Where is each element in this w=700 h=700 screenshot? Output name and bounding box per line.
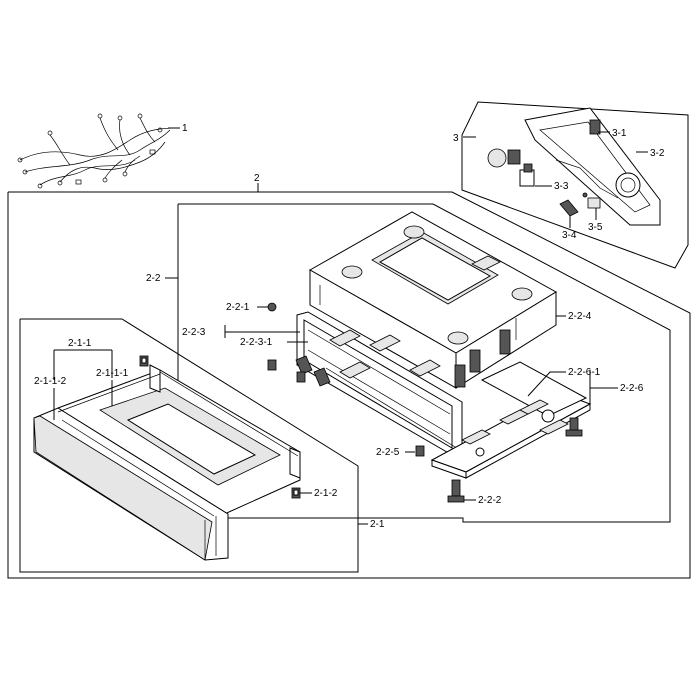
label-3-3: 3-3 (554, 181, 569, 192)
label-2-2-1: 2-2-1 (226, 302, 250, 313)
label-2-1-2: 2-1-2 (314, 488, 338, 499)
label-3-1: 3-1 (612, 128, 627, 139)
wire-harness (17, 113, 180, 189)
label-1: 1 (182, 123, 188, 134)
label-2-1-1: 2-1-1 (68, 338, 92, 349)
label-3-4: 3-4 (562, 230, 577, 241)
label-2-2-2: 2-2-2 (478, 495, 502, 506)
label-2-2-5: 2-2-5 (376, 447, 400, 458)
label-3-5: 3-5 (588, 222, 603, 233)
control-knob-assembly-3-3 (487, 148, 535, 187)
label-2-2-6: 2-2-6 (620, 383, 644, 394)
label-3-2: 3-2 (650, 148, 665, 159)
control-panel-bracket (524, 107, 661, 226)
label-2-1-1-2: 2-1-1-2 (34, 376, 67, 387)
drawer-clip-2-1-2 (291, 487, 301, 499)
part-3-5 (582, 192, 601, 209)
clip-left-frame (267, 359, 277, 371)
label-2-2-3: 2-2-3 (182, 327, 206, 338)
part-3-4 (559, 199, 579, 217)
label-2-1: 2-1 (370, 519, 385, 530)
label-3: 3 (453, 133, 459, 144)
front-frame (295, 311, 463, 456)
label-2-1-1-1: 2-1-1-1 (96, 368, 129, 379)
drawer-2-1-frame (19, 318, 359, 573)
label-2-2-4: 2-2-4 (568, 311, 592, 322)
assembly-3-frame (461, 101, 689, 269)
label-2-2-6-1: 2-2-6-1 (568, 367, 601, 378)
label-2-2: 2-2 (146, 273, 161, 284)
drawer-clip-top (139, 355, 149, 367)
assembly-2-frame (7, 191, 691, 579)
drawer-assembly (33, 364, 301, 561)
screw-2-2-1 (267, 302, 277, 312)
label-2-2-3-1: 2-2-3-1 (240, 337, 273, 348)
clip-2-2-5 (415, 445, 425, 457)
label-2: 2 (254, 173, 260, 184)
cavity-housing (308, 211, 557, 389)
